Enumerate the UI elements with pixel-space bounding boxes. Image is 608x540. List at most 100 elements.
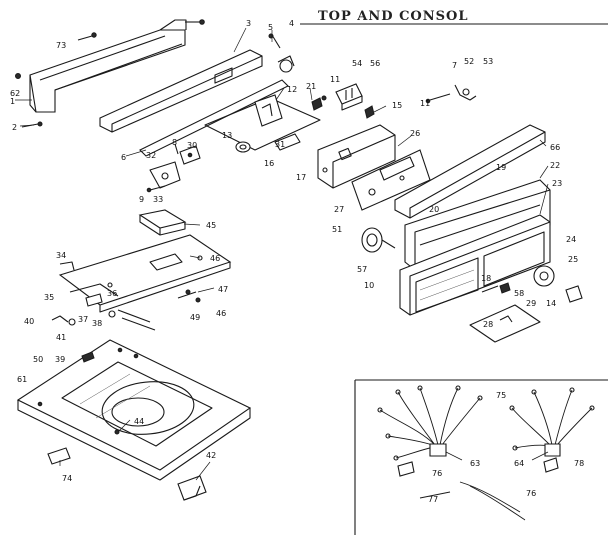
callout-30: 30: [187, 141, 197, 150]
clip-34: [59, 261, 75, 271]
callout-numbers: 1 2 3 4 5 6 7 8 9 10 11 11 12 13 14 15 1…: [10, 19, 584, 504]
callout-64: 64: [514, 459, 524, 468]
diagram-header: TOP AND CONSOL: [318, 9, 468, 24]
callout-32: 32: [146, 151, 156, 160]
callout-76-lower: 76: [526, 489, 536, 498]
callout-7: 7: [452, 61, 457, 70]
callout-51: 51: [332, 225, 342, 234]
screw-2: [21, 121, 43, 128]
callout-47: 47: [218, 285, 228, 294]
callout-61: 61: [17, 375, 27, 384]
callout-29: 29: [526, 299, 536, 308]
screw-8: [174, 143, 179, 155]
callout-57: 57: [357, 265, 367, 274]
rear-console-panel: [29, 19, 187, 113]
lid-switch-42: [177, 475, 207, 501]
callout-36: 36: [107, 289, 117, 298]
callout-62: 62: [10, 89, 20, 98]
mounting-plate-46: [58, 234, 232, 313]
callout-38: 38: [92, 319, 102, 328]
console-front-panel-23: [399, 214, 551, 316]
harness-63: [377, 385, 483, 461]
hose-40-41: [51, 315, 76, 326]
callout-41: 41: [56, 333, 66, 342]
callout-24: 24: [566, 235, 576, 244]
callout-49: 49: [190, 313, 200, 322]
callout-56: 56: [370, 59, 380, 68]
bracket-32: [149, 161, 181, 189]
callout-45: 45: [206, 221, 216, 230]
switch-21: [311, 97, 323, 111]
callout-9: 9: [139, 195, 144, 204]
switch-54: [335, 83, 363, 111]
callout-23: 23: [552, 179, 562, 188]
callout-16: 16: [264, 159, 274, 168]
callout-46-lower: 46: [216, 309, 226, 318]
control-bracket-26: [317, 124, 396, 189]
callout-76: 76: [432, 469, 442, 478]
screw-11-left: [321, 95, 327, 101]
callout-1: 1: [10, 97, 15, 106]
callout-42: 42: [206, 451, 216, 460]
callout-44: 44: [134, 417, 144, 426]
callout-40: 40: [24, 317, 34, 326]
callout-50: 50: [33, 355, 43, 364]
callout-31: 31: [275, 140, 285, 149]
knob-51: [361, 227, 396, 253]
clip-30: [179, 145, 201, 165]
callout-18: 18: [481, 274, 491, 283]
callout-2: 2: [12, 123, 17, 132]
callout-74: 74: [62, 474, 72, 483]
console-trim-66: [394, 124, 546, 219]
callout-12: 12: [287, 85, 297, 94]
callout-15: 15: [392, 101, 402, 110]
callout-22: 22: [550, 161, 560, 170]
long-rail-3: [99, 49, 263, 133]
callout-21: 21: [306, 82, 316, 91]
callout-14: 14: [546, 299, 556, 308]
callout-63: 63: [470, 459, 480, 468]
part-56: [364, 105, 375, 119]
timer-bracket-plate: [204, 94, 321, 153]
callout-35: 35: [44, 293, 54, 302]
callout-10: 10: [364, 281, 374, 290]
screw-73: [77, 32, 97, 41]
callout-34: 34: [56, 251, 66, 260]
callout-54: 54: [352, 59, 362, 68]
screw-4-top: [185, 19, 205, 25]
callout-39: 39: [55, 355, 65, 364]
callout-27: 27: [334, 205, 344, 214]
callout-78: 78: [574, 459, 584, 468]
callout-26: 26: [410, 129, 420, 138]
leader-lines: [15, 27, 549, 481]
motor-linkage-36: [69, 283, 119, 307]
washer-top-50: [16, 339, 252, 481]
plate-28: [469, 304, 541, 343]
wire-76-77: [397, 457, 559, 521]
callout-46: 46: [210, 254, 220, 263]
callout-75: 75: [496, 391, 506, 400]
callout-13: 13: [222, 131, 232, 140]
callout-33: 33: [153, 195, 163, 204]
harness-inset-frame: [354, 379, 608, 535]
switch-58: [481, 282, 511, 294]
part-47-49: [177, 289, 201, 303]
rod-6: [139, 55, 295, 157]
callout-5: 5: [268, 23, 273, 32]
callout-28: 28: [483, 320, 493, 329]
screw-62: [15, 73, 21, 79]
screw-9-33: [146, 185, 166, 193]
callout-37: 37: [78, 315, 88, 324]
callout-58: 58: [514, 289, 524, 298]
screw-5: [268, 33, 281, 49]
callout-6: 6: [121, 153, 126, 162]
callout-4: 4: [289, 19, 294, 28]
callout-19: 19: [496, 163, 506, 172]
callout-8: 8: [172, 138, 177, 147]
callout-25: 25: [568, 255, 578, 264]
callout-77: 77: [428, 495, 438, 504]
callout-73: 73: [56, 41, 66, 50]
harness-64: [509, 387, 595, 457]
